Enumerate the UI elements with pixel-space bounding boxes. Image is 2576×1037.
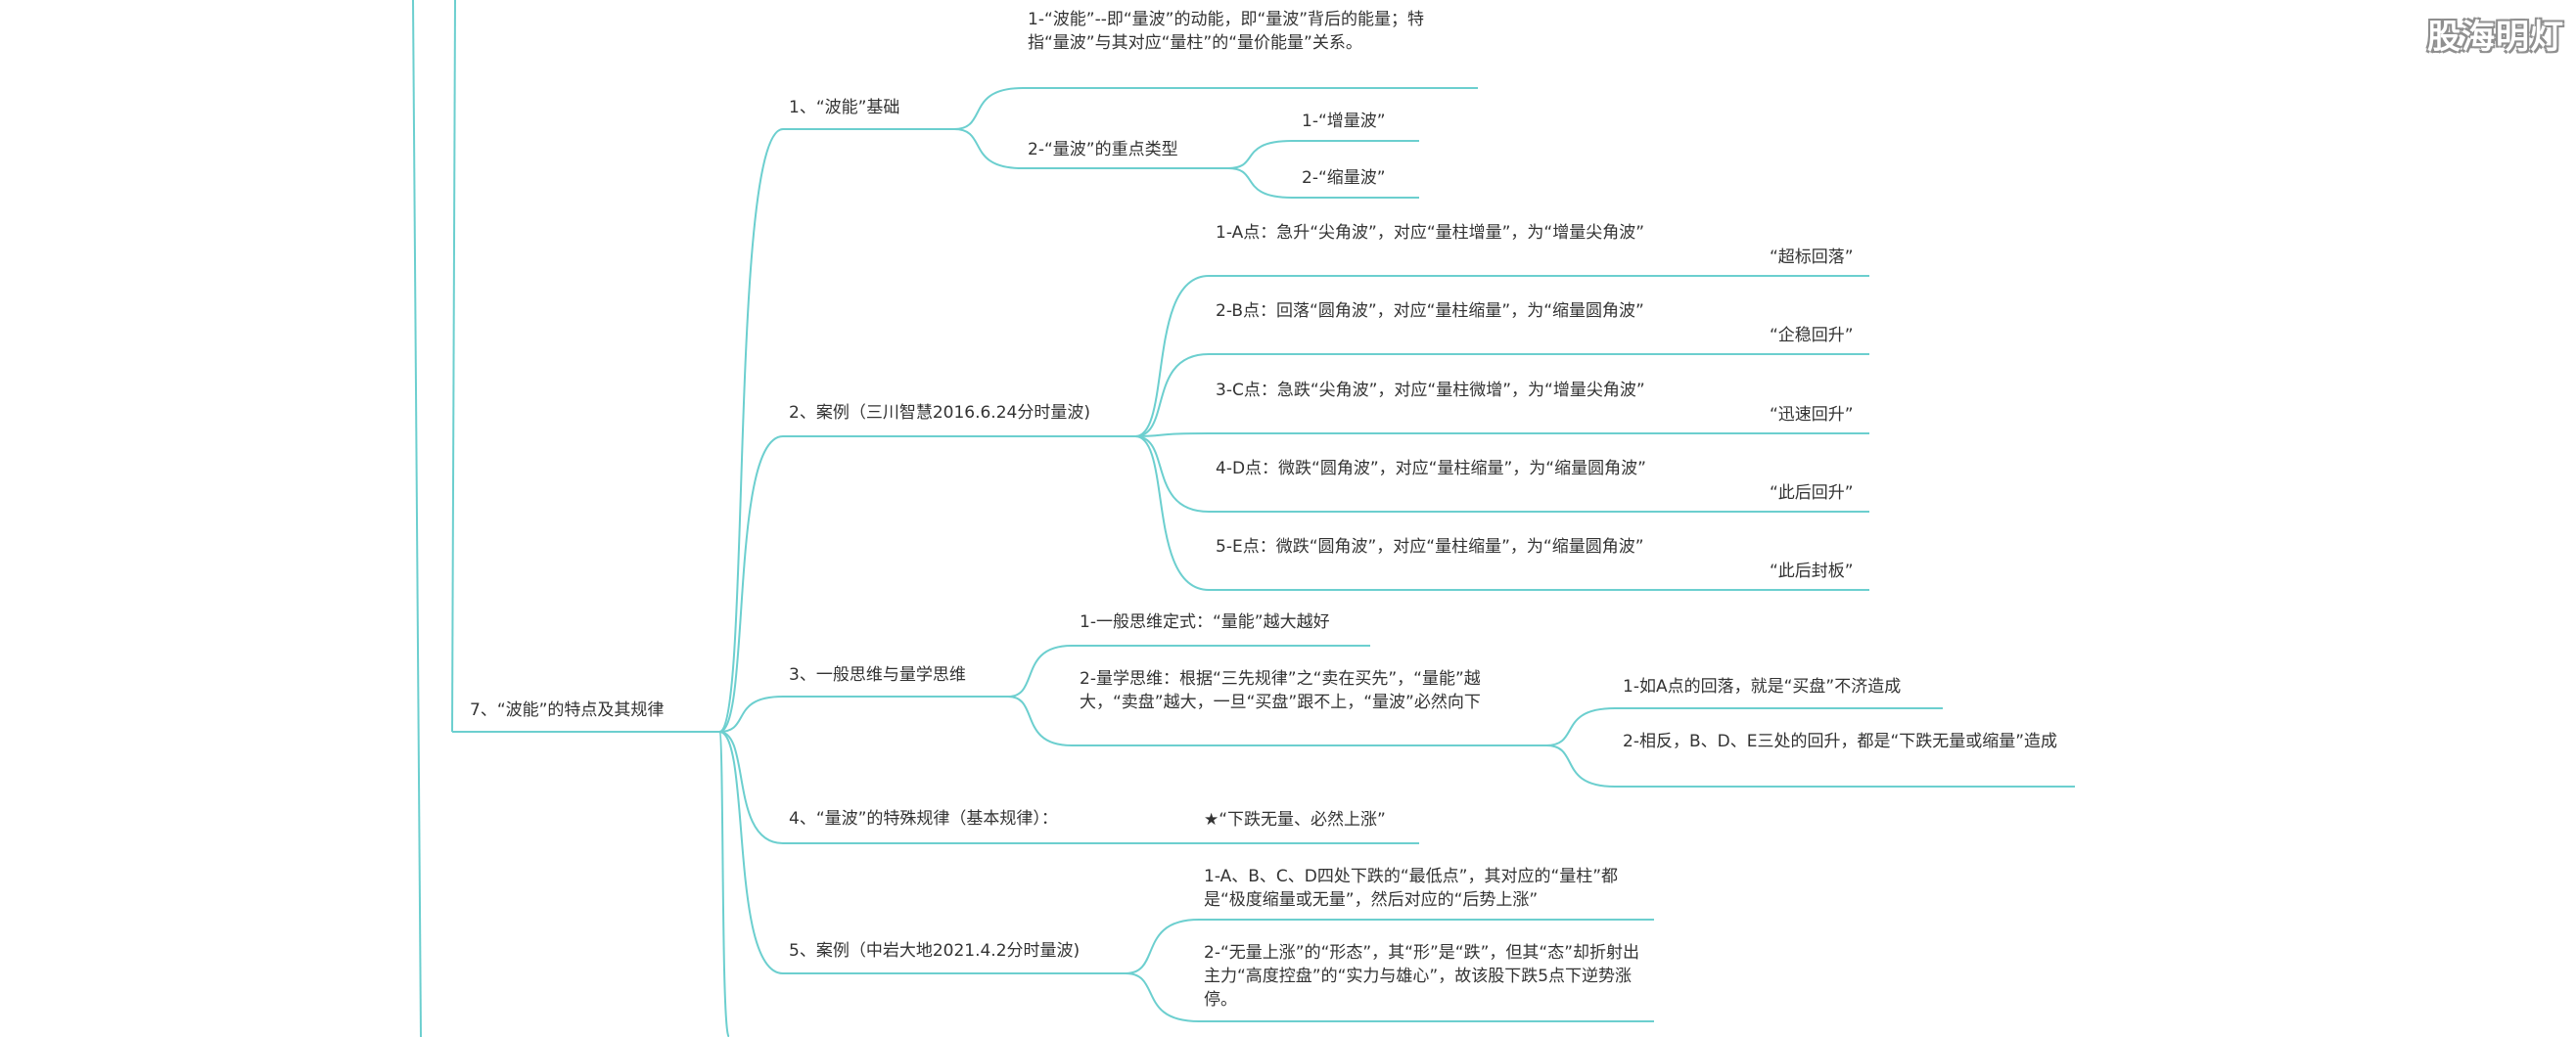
edge-b5-item1 — [1125, 919, 1200, 974]
branch-2-case-sanchuan[interactable]: 2、案例（三川智慧2016.6.24分时量波) — [789, 403, 1090, 423]
edge-root-branch4 — [718, 731, 784, 844]
edge-root-branch2 — [718, 435, 784, 733]
edge-root-more — [718, 731, 730, 1037]
branch-2-point-b-result[interactable]: “企稳回升” — [1770, 326, 1854, 345]
edge-b2-point-5 — [1134, 435, 1210, 591]
branch-3-thinking[interactable]: 3、一般思维与量学思维 — [789, 665, 966, 685]
branch-3-item-1[interactable]: 1-一般思维定式：“量能”越大越好 — [1080, 612, 1330, 632]
edge-b3-sub1 — [1545, 707, 1616, 746]
branch-2-point-d[interactable]: 4-D点：微跌“圆角波”，对应“量柱缩量”，为“缩量圆角波” — [1216, 459, 1646, 478]
branch-5-item-2[interactable]: 2-“无量上涨”的“形态”，其“形”是“跌”，但其“态”却折射出主力“高度控盘”… — [1204, 943, 1640, 1010]
root-node[interactable]: 7、“波能”的特点及其规律 — [470, 700, 665, 720]
branch-1-item-2-sub-1[interactable]: 1-“增量波” — [1302, 112, 1386, 131]
branch-2-point-b[interactable]: 2-B点：回落“圆角波”，对应“量柱缩量”，为“缩量圆角波” — [1216, 301, 1644, 321]
branch-2-point-e[interactable]: 5-E点：微跌“圆角波”，对应“量柱缩量”，为“缩量圆角波” — [1216, 537, 1644, 557]
branch-2-point-a-result[interactable]: “超标回落” — [1770, 248, 1854, 267]
branch-5-case-zhongyan[interactable]: 5、案例（中岩大地2021.4.2分时量波) — [789, 941, 1081, 961]
trunk-line-right — [451, 0, 456, 733]
edge-b1-sub1 — [1227, 140, 1293, 169]
branch-2-point-c-result[interactable]: “迅速回升” — [1770, 405, 1854, 425]
branch-3-item-2-sub-2[interactable]: 2-相反，B、D、E三处的回升，都是“下跌无量或缩量”造成 — [1623, 732, 2058, 751]
watermark-logo: 股海明灯 — [2427, 18, 2564, 57]
branch-4-rule-text[interactable]: ★“下跌无量、必然上涨” — [1204, 810, 1386, 830]
edge-b3-sub2 — [1545, 744, 1616, 788]
branch-3-item-2[interactable]: 2-量学思维：根据“三先规律”之“卖在买先”，“量能”越大，“卖盘”越大，一旦“… — [1080, 669, 1481, 712]
branch-2-point-d-result[interactable]: “此后回升” — [1770, 483, 1854, 503]
branch-3-item-2-sub-1[interactable]: 1-如A点的回落，就是“买盘”不济造成 — [1623, 677, 1902, 697]
trunk-line-left — [412, 0, 422, 1037]
edge-b2-point-1 — [1134, 275, 1210, 437]
branch-1-item-1[interactable]: 1-“波能”--即“量波”的动能，即“量波”背后的能量；特指“量波”与其对应“量… — [1028, 10, 1425, 53]
edge-b1-item2 — [953, 128, 1024, 169]
edge-b2-point-3 — [1134, 432, 1210, 437]
branch-1-item-2-sub-2[interactable]: 2-“缩量波” — [1302, 168, 1386, 188]
edge-b5-item2 — [1125, 972, 1200, 1022]
edge-b3-item1 — [1007, 645, 1073, 698]
edge-b1-item1 — [953, 87, 1024, 130]
branch-1-wave-energy-basics[interactable]: 1、“波能”基础 — [789, 98, 900, 117]
branch-4-special-rule[interactable]: 4、“量波”的特殊规律（基本规律）： — [789, 809, 1058, 829]
branch-2-point-e-result[interactable]: “此后封板” — [1770, 562, 1854, 581]
edge-b1-sub2 — [1227, 167, 1293, 199]
edge-root-branch5 — [718, 731, 784, 974]
edge-root-branch3 — [718, 696, 784, 733]
branch-2-point-c[interactable]: 3-C点：急跌“尖角波”，对应“量柱微增”，为“增量尖角波” — [1216, 381, 1645, 400]
edge-b2-point-2 — [1134, 353, 1210, 437]
branch-1-item-2[interactable]: 2-“量波”的重点类型 — [1028, 140, 1178, 159]
branch-5-item-1[interactable]: 1-A、B、C、D四处下跌的“最低点”，其对应的“量柱”都是“极度缩量或无量”，… — [1204, 867, 1619, 910]
edge-root-branch1 — [718, 128, 784, 733]
edge-b2-point-4 — [1134, 435, 1210, 513]
branch-2-point-a[interactable]: 1-A点：急升“尖角波”，对应“量柱增量”，为“增量尖角波” — [1216, 223, 1645, 243]
edge-b3-item2 — [1007, 696, 1073, 746]
